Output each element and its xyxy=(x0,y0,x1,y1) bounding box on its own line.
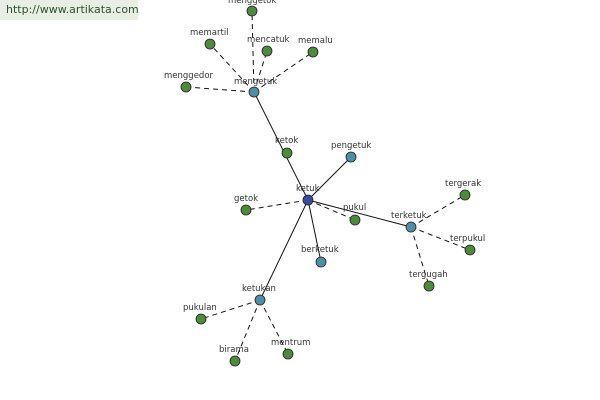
nodes-layer: ketuk mengetuk pengetuk terketuk berketuk ket… xyxy=(164,0,485,367)
node-tergerak[interactable]: tergerak xyxy=(445,179,481,201)
node-label-tergerak: tergerak xyxy=(445,179,481,189)
node-label-pukulan: pukulan xyxy=(183,303,217,313)
edge-ketuk-pengetuk xyxy=(307,156,352,201)
edge-terketuk-tergugah xyxy=(410,226,430,287)
node-dot-ketukan[interactable] xyxy=(254,294,266,306)
node-label-pukul: pukul xyxy=(343,203,366,213)
edge-mengetuk-menggedor xyxy=(185,86,255,93)
node-memalu[interactable]: memalu xyxy=(298,36,333,58)
node-label-terpukul: terpukul xyxy=(450,234,485,244)
node-label-tergugah: tergugah xyxy=(409,270,448,280)
node-dot-menggetok[interactable] xyxy=(246,5,258,17)
node-label-mencatuk: mencatuk xyxy=(247,35,289,45)
node-dot-terpukul[interactable] xyxy=(464,244,476,256)
edge-mengetuk-memalu xyxy=(253,51,314,93)
node-mengetuk[interactable]: mengetuk xyxy=(234,77,277,98)
node-pukulan[interactable]: pukulan xyxy=(183,303,217,325)
node-terpukul[interactable]: terpukul xyxy=(450,234,485,256)
node-label-memartil: memartil xyxy=(190,28,229,38)
node-dot-pengetuk[interactable] xyxy=(345,151,357,163)
node-label-mentrum: mentrum xyxy=(271,338,310,348)
node-label-getok: getok xyxy=(234,194,258,204)
node-dot-tergerak[interactable] xyxy=(459,189,471,201)
node-dot-memartil[interactable] xyxy=(204,38,216,50)
node-label-menggetok: menggetok xyxy=(228,0,276,6)
edge-ketuk-berketuk xyxy=(307,199,322,263)
node-mentrum[interactable]: mentrum xyxy=(271,338,310,360)
edge-mengetuk-mencatuk xyxy=(253,50,268,93)
node-dot-getok[interactable] xyxy=(240,204,252,216)
node-dot-memalu[interactable] xyxy=(307,46,319,58)
node-dot-birama[interactable] xyxy=(229,355,241,367)
node-pukul[interactable]: pukul xyxy=(343,203,366,226)
node-getok[interactable]: getok xyxy=(234,194,258,216)
node-dot-menggedor[interactable] xyxy=(180,81,192,93)
edge-ketukan-pukulan xyxy=(200,299,261,320)
node-label-memalu: memalu xyxy=(298,36,333,46)
node-dot-ketok[interactable] xyxy=(281,147,293,159)
node-label-ketukan: ketukan xyxy=(242,284,276,294)
node-dot-tergugah[interactable] xyxy=(423,280,435,292)
node-dot-mentrum[interactable] xyxy=(282,348,294,360)
node-pengetuk[interactable]: pengetuk xyxy=(331,141,371,163)
node-dot-mengetuk[interactable] xyxy=(248,86,260,98)
node-label-terketuk: terketuk xyxy=(391,211,427,221)
node-label-berketuk: berketuk xyxy=(301,245,339,255)
node-label-pengetuk: pengetuk xyxy=(331,141,371,151)
node-dot-ketuk[interactable] xyxy=(302,194,314,206)
edge-terketuk-tergerak xyxy=(410,194,466,228)
edge-ketuk-getok xyxy=(245,199,309,211)
node-birama[interactable]: birama xyxy=(219,345,249,367)
edge-ketuk-terketuk xyxy=(307,199,412,228)
node-ketukan[interactable]: ketukan xyxy=(242,284,276,306)
node-dot-mencatuk[interactable] xyxy=(261,45,273,57)
node-ketok[interactable]: ketok xyxy=(275,136,298,159)
source-url-banner[interactable]: http://www.artikata.com xyxy=(0,0,139,20)
node-dot-pukulan[interactable] xyxy=(195,313,207,325)
edge-mengetuk-menggetok xyxy=(251,10,255,93)
edge-ketuk-ketukan xyxy=(259,199,309,301)
node-label-ketok: ketok xyxy=(275,136,298,146)
node-menggedor[interactable]: menggedor xyxy=(164,71,214,93)
edge-terketuk-terpukul xyxy=(410,226,471,251)
edges-layer xyxy=(185,10,471,362)
node-berketuk[interactable]: berketuk xyxy=(301,245,339,268)
node-dot-terketuk[interactable] xyxy=(405,221,417,233)
node-label-menggedor: menggedor xyxy=(164,71,214,81)
node-memartil[interactable]: memartil xyxy=(190,28,229,50)
node-mencatuk[interactable]: mencatuk xyxy=(247,35,289,57)
edge-mengetuk-memartil xyxy=(209,43,255,93)
node-menggetok[interactable]: menggetok xyxy=(228,0,276,17)
edge-ketukan-birama xyxy=(234,299,261,362)
node-dot-berketuk[interactable] xyxy=(315,256,327,268)
node-label-mengetuk: mengetuk xyxy=(234,77,277,87)
edge-ketuk-mengetuk xyxy=(253,91,309,201)
node-terketuk[interactable]: terketuk xyxy=(391,211,427,233)
edge-ketukan-mentrum xyxy=(259,299,289,355)
node-label-ketuk: ketuk xyxy=(296,184,320,194)
node-label-birama: birama xyxy=(219,345,249,355)
node-dot-pukul[interactable] xyxy=(349,214,361,226)
node-tergugah[interactable]: tergugah xyxy=(409,270,448,292)
node-ketuk[interactable]: ketuk xyxy=(296,184,320,206)
